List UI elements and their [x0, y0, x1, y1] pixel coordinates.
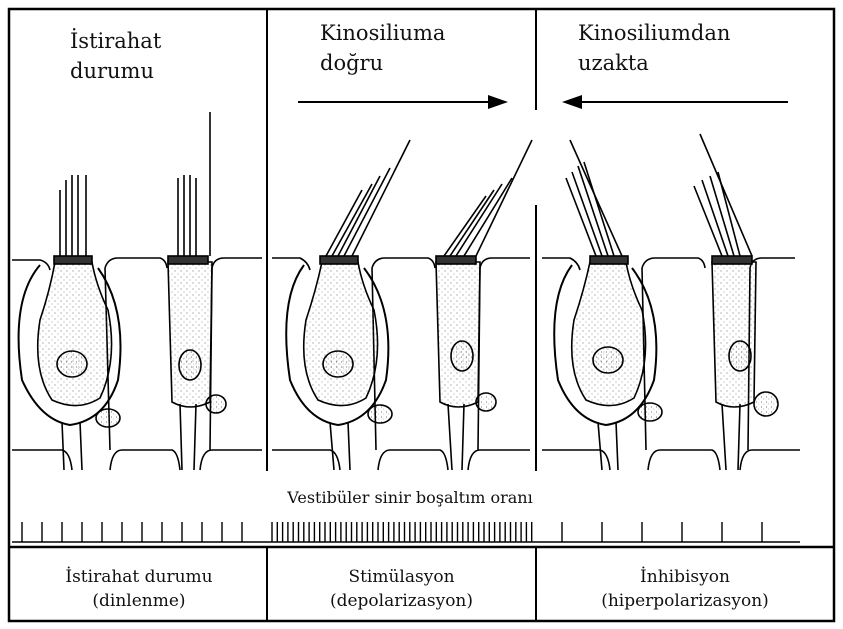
spike-train-title: Vestibüler sinir boşaltım oranı — [200, 488, 620, 507]
panel-label-line: (dinlenme) — [12, 589, 266, 613]
panel-title-line: uzakta — [578, 48, 730, 78]
hair-cell-icon — [19, 175, 121, 470]
panel-title-line: İstirahat — [70, 26, 161, 56]
panel-title-line: durumu — [70, 56, 161, 86]
panel-label-inhib: İnhibisyon (hiperpolarizasyon) — [537, 565, 833, 613]
hair-cell-icon — [436, 140, 532, 470]
hair-cell-icon — [554, 140, 662, 470]
hair-cell-icon — [694, 134, 778, 470]
panel-label-stim: Stimülasyon (depolarizasyon) — [268, 565, 535, 613]
hair-cell-icon — [168, 112, 226, 470]
panel-label-line: Stimülasyon — [268, 565, 535, 589]
hair-cell-icon — [286, 140, 410, 470]
figure-frame — [9, 9, 834, 621]
arrow-left-icon — [562, 95, 788, 109]
panel-title-inhib: Kinosiliumdan uzakta — [578, 18, 730, 78]
panel-title-rest: İstirahat durumu — [70, 26, 161, 86]
panel-title-stim: Kinosiliuma doğru — [320, 18, 445, 78]
panel-title-line: Kinosiliuma — [320, 18, 445, 48]
panel-label-line: İnhibisyon — [537, 565, 833, 589]
panel-title-line: Kinosiliumdan — [578, 18, 730, 48]
panel-label-line: (depolarizasyon) — [268, 589, 535, 613]
panel-label-line: (hiperpolarizasyon) — [537, 589, 833, 613]
panel-label-line: İstirahat durumu — [12, 565, 266, 589]
arrow-right-icon — [298, 95, 508, 109]
epithelium — [12, 258, 800, 470]
nerve-spike-icon — [22, 522, 762, 542]
panel-title-line: doğru — [320, 48, 445, 78]
panel-label-rest: İstirahat durumu (dinlenme) — [12, 565, 266, 613]
